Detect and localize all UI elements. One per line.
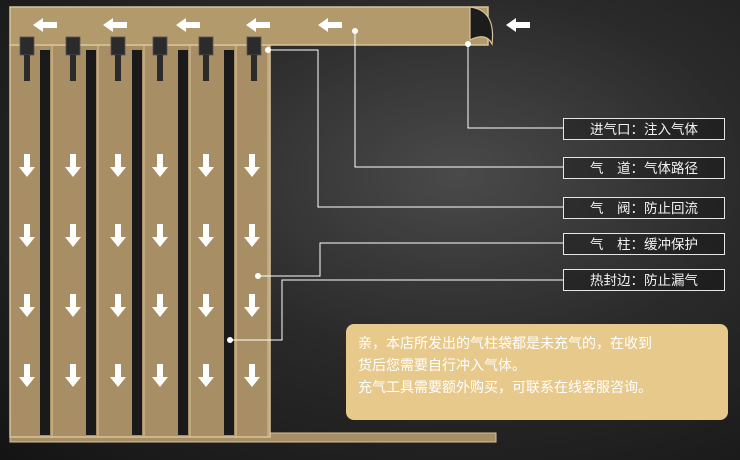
down-arrow-icon (198, 294, 214, 317)
down-arrow-icon (110, 364, 126, 387)
valve-icon (19, 36, 35, 81)
valve-icon (110, 36, 126, 81)
left-arrow-icon (318, 18, 342, 32)
down-arrow-icon (110, 224, 126, 247)
left-arrows (33, 18, 530, 32)
down-arrow-icon (244, 224, 260, 247)
down-arrow-icon (152, 364, 168, 387)
left-arrow-icon (506, 18, 530, 32)
valve-icon (65, 36, 81, 81)
down-arrow-icon (65, 224, 81, 247)
leader-line (227, 279, 563, 343)
column-separator (224, 50, 234, 435)
label-inlet: 进气口：注入气体 (563, 118, 725, 140)
down-arrow-icon (152, 294, 168, 317)
down-arrow-icon (65, 364, 81, 387)
valve-icon (246, 36, 262, 81)
leader-dot (465, 41, 471, 47)
left-arrow-icon (33, 18, 57, 32)
inlet-curl (469, 6, 494, 47)
down-arrow-icon (110, 294, 126, 317)
leader-dot (255, 273, 261, 279)
leader-line (352, 28, 563, 168)
left-arrow-icon (103, 18, 127, 32)
notice-line-1: 亲，本店所发出的气柱袋都是未充气的，在收到 (358, 336, 652, 352)
down-arrow-icon (19, 224, 35, 247)
leader-dot (265, 47, 271, 53)
leader-dot (227, 337, 233, 343)
left-arrow-icon (176, 18, 200, 32)
left-arrow-icon (246, 18, 270, 32)
column-separator (178, 50, 188, 435)
down-arrow-icon (19, 364, 35, 387)
down-arrows (19, 154, 260, 387)
notice-line-2: 货后您需要自行冲入气体。 (358, 358, 526, 374)
air-columns (9, 45, 269, 437)
column-separator (40, 50, 50, 435)
valve-icon (198, 36, 214, 81)
leader-dot (352, 28, 358, 34)
down-arrow-icon (198, 224, 214, 247)
down-arrow-icon (19, 154, 35, 177)
label-column: 气 柱：缓冲保护 (563, 233, 725, 255)
down-arrow-icon (244, 294, 260, 317)
label-heat-seal: 热封边：防止漏气 (563, 269, 725, 291)
down-arrow-icon (244, 154, 260, 177)
notice-line-3: 充气工具需要额外购买，可联系在线客服咨询。 (358, 380, 652, 396)
notice-box: 亲，本店所发出的气柱袋都是未充气的，在收到 货后您需要自行冲入气体。 充气工具需… (346, 324, 728, 420)
leader-line (255, 242, 563, 279)
down-arrow-icon (152, 224, 168, 247)
leader-line (465, 41, 563, 129)
leader-lines (227, 28, 563, 343)
down-arrow-icon (152, 154, 168, 177)
label-channel: 气 道：气体路径 (563, 157, 725, 179)
valves (19, 36, 262, 81)
down-arrow-icon (19, 294, 35, 317)
leader-line (265, 47, 563, 208)
column-separator (86, 50, 96, 435)
down-arrow-icon (198, 154, 214, 177)
down-arrow-icon (65, 294, 81, 317)
column-separator (132, 50, 142, 435)
down-arrow-icon (198, 364, 214, 387)
valve-icon (152, 36, 168, 81)
label-valve: 气 阀：防止回流 (563, 197, 725, 219)
down-arrow-icon (110, 154, 126, 177)
down-arrow-icon (65, 154, 81, 177)
down-arrow-icon (244, 364, 260, 387)
